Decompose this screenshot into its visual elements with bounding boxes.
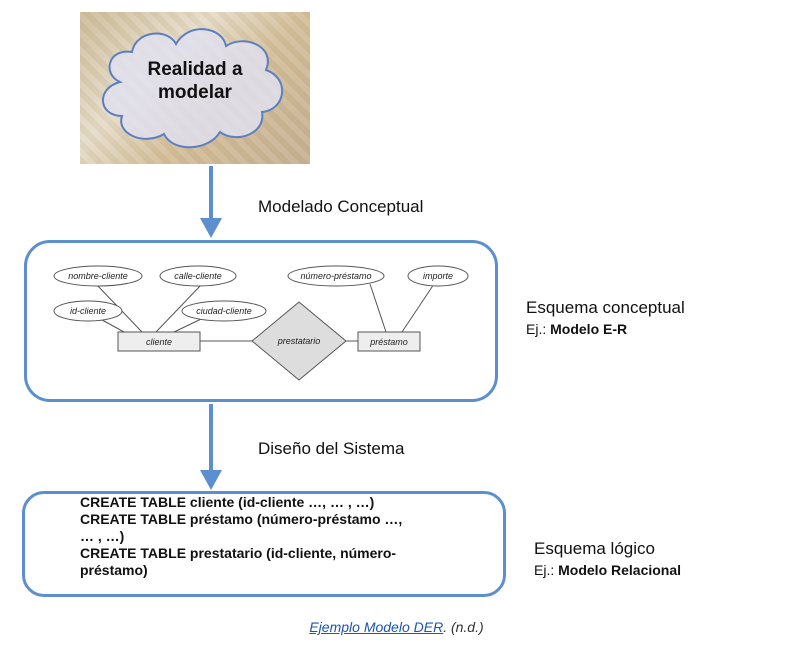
entity-cliente: cliente bbox=[117, 331, 201, 352]
step-design-label: Diseño del Sistema bbox=[258, 439, 405, 458]
caption-suffix: . (n.d.) bbox=[443, 619, 484, 635]
sql-line-2: CREATE TABLE préstamo (número-préstamo …… bbox=[80, 511, 403, 527]
relationship-prestatario: prestatario bbox=[251, 301, 347, 381]
attr-importe: importe bbox=[407, 265, 469, 287]
reality-image bbox=[80, 12, 310, 164]
arrow-down-2 bbox=[200, 404, 222, 490]
logical-schema-example: Ej.: Modelo Relacional bbox=[534, 562, 681, 578]
attr-numero-prestamo: número-préstamo bbox=[287, 265, 385, 287]
logical-example-model: Modelo Relacional bbox=[558, 562, 682, 578]
conceptual-schema-example: Ej.: Modelo E-R bbox=[526, 321, 627, 337]
attr-id-cliente: id-cliente bbox=[53, 300, 123, 322]
entity-prestamo: préstamo bbox=[357, 331, 421, 352]
attr-ciudad-cliente-label: ciudad-cliente bbox=[196, 306, 252, 316]
sql-line-5: préstamo) bbox=[80, 562, 148, 578]
attr-importe-label: importe bbox=[423, 271, 453, 281]
conceptual-example-model: Modelo E-R bbox=[550, 321, 628, 337]
sql-line-3: … , …) bbox=[80, 528, 125, 544]
caption-link[interactable]: Ejemplo Modelo DER bbox=[309, 619, 444, 635]
sql-line-1: CREATE TABLE cliente (id-cliente …, … , … bbox=[80, 494, 375, 510]
relationship-prestatario-label: prestatario bbox=[277, 336, 321, 346]
sql-statements: CREATE TABLE cliente (id-cliente …, … , … bbox=[80, 494, 402, 579]
conceptual-schema-title: Esquema conceptual bbox=[526, 298, 685, 317]
logical-schema-box bbox=[22, 491, 506, 597]
attr-calle-cliente: calle-cliente bbox=[159, 265, 237, 287]
attr-ciudad-cliente: ciudad-cliente bbox=[181, 300, 267, 322]
sql-line-4: CREATE TABLE prestatario (id-cliente, nú… bbox=[80, 545, 397, 561]
er-diagram: nombre-cliente calle-cliente id-cliente … bbox=[53, 265, 469, 381]
attr-nombre-cliente: nombre-cliente bbox=[53, 265, 143, 287]
logical-schema-title: Esquema lógico bbox=[534, 539, 655, 558]
cloud-label-line2: modelar bbox=[158, 82, 232, 103]
cloud-label-line1: Realidad a bbox=[147, 59, 243, 80]
entity-cliente-label: cliente bbox=[146, 337, 172, 347]
conceptual-example-prefix: Ej.: bbox=[526, 321, 551, 337]
entity-prestamo-label: préstamo bbox=[369, 337, 408, 347]
attr-id-cliente-label: id-cliente bbox=[70, 306, 106, 316]
step-conceptual-label: Modelado Conceptual bbox=[258, 197, 424, 216]
cloud-label: Realidad a modelar bbox=[120, 58, 270, 104]
attr-calle-cliente-label: calle-cliente bbox=[174, 271, 222, 281]
attr-nombre-cliente-label: nombre-cliente bbox=[68, 271, 128, 281]
cloud-shape bbox=[102, 28, 283, 149]
logical-example-prefix: Ej.: bbox=[534, 562, 559, 578]
attr-numero-prestamo-label: número-préstamo bbox=[300, 271, 371, 281]
figure-caption: Ejemplo Modelo DER. (n.d.) bbox=[0, 619, 793, 635]
arrow-down-1 bbox=[200, 166, 222, 238]
